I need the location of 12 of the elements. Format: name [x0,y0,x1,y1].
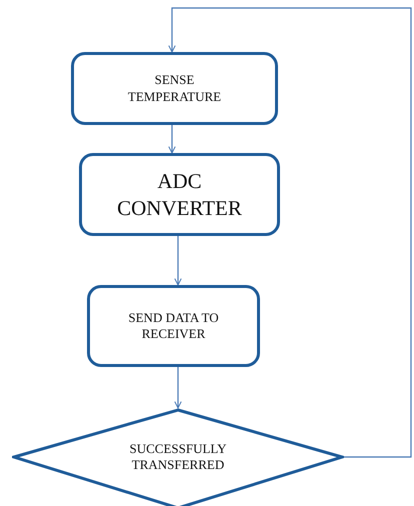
process-box [79,153,280,236]
process-box [87,285,260,367]
node-text: SENSE TEMPERATURE [126,72,222,105]
node-text: SEND DATA TO RECEIVER [127,310,220,342]
arrow [174,367,182,408]
arrow [168,125,176,154]
arrow [174,236,182,286]
node-text: ADC CONVERTER [116,168,243,221]
process-box [71,52,278,125]
arrow [168,7,412,458]
node-text: SUCCESSFULLY TRANSFERRED [128,440,228,474]
decision-diamond [12,408,344,506]
